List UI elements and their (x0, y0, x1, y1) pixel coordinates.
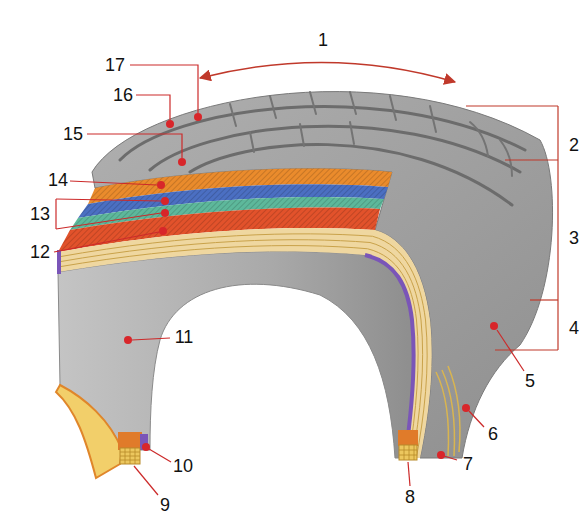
callout-dot (157, 181, 165, 189)
bead-wire (399, 445, 417, 460)
leader-line (134, 466, 158, 495)
bead-filler (118, 432, 142, 450)
bead-wire (120, 448, 140, 464)
tread-sipe (430, 106, 436, 132)
callout-dot (142, 443, 150, 451)
sidewall-cord (448, 366, 460, 452)
bead-wire-bundle (120, 448, 140, 464)
width-arrow (200, 62, 455, 82)
callout-number: 7 (463, 455, 473, 473)
sidewall-cord (442, 370, 455, 456)
tread-sipes (230, 92, 512, 176)
leader-line (132, 338, 170, 340)
bead-wire-grid (399, 445, 417, 460)
leader-line (130, 65, 198, 113)
bracket-tick (466, 105, 558, 106)
ply-turn-strip (365, 255, 414, 458)
tread-sipe (230, 104, 236, 126)
leader-line (70, 181, 157, 185)
tread-sipe (350, 92, 356, 114)
tread-sipe (270, 96, 276, 118)
leader-lines (54, 65, 524, 495)
bracket-tick (505, 159, 558, 160)
callout-number: 14 (48, 171, 68, 189)
callout-number: 8 (405, 488, 415, 506)
callout-number: 13 (30, 205, 50, 223)
leader-line (87, 134, 182, 158)
sidewall-cord (436, 372, 449, 456)
callout-dot (161, 197, 169, 205)
leader-line (444, 456, 457, 460)
left-sidewall-cut (56, 385, 122, 478)
body-ply (58, 228, 432, 458)
callout-number: 16 (113, 86, 133, 104)
leader-line (469, 411, 484, 427)
bracket-line (557, 106, 558, 350)
callout-number: 17 (105, 56, 125, 74)
callout-number: 4 (569, 319, 579, 337)
leader-line (54, 232, 159, 252)
callout-number: 5 (525, 372, 535, 390)
tread-sipe (390, 96, 396, 120)
callout-dot (161, 209, 169, 217)
tread-sipe (350, 122, 354, 144)
ply-cord (58, 240, 423, 458)
bracket-tick (530, 299, 558, 300)
callout-number: 6 (488, 425, 498, 443)
ply-cord (58, 234, 427, 458)
tread-sipe (300, 124, 304, 146)
bead-wire-bundle (399, 445, 417, 460)
callout-dots (124, 113, 498, 459)
bracket-tick (495, 349, 558, 350)
leader-line (408, 462, 410, 486)
leader-line (497, 330, 524, 371)
ply-edge-strip (57, 250, 61, 274)
callout-number: 2 (569, 136, 579, 154)
callout-number: 10 (173, 457, 193, 475)
callout-dot (437, 451, 445, 459)
tread-sipe (470, 122, 488, 156)
leader-line (56, 199, 161, 201)
bead-wire-grid (120, 448, 140, 464)
callout-dot (124, 336, 132, 344)
callout-number: 15 (63, 125, 83, 143)
callout-number: 11 (175, 328, 194, 346)
callout-dot (490, 322, 498, 330)
leader-line (136, 95, 170, 120)
callout-dot (159, 227, 167, 235)
ply-cord (58, 246, 418, 458)
leader-line (55, 199, 56, 229)
callout-dot (166, 120, 174, 128)
height-brackets (466, 106, 558, 350)
callout-dot (178, 158, 186, 166)
callout-number: 9 (160, 496, 170, 514)
tread-sipe (250, 132, 254, 152)
leader-line (56, 213, 161, 229)
callout-dot (462, 404, 470, 412)
callout-number: 3 (569, 229, 579, 247)
callout-number: 12 (30, 243, 50, 261)
sidewall-cords (436, 366, 460, 456)
ply-cords (58, 234, 427, 458)
bead-filler (398, 430, 418, 446)
leader-line (149, 449, 171, 462)
tread-sipe (310, 92, 316, 114)
callout-dot (194, 113, 202, 121)
tread-sipe (500, 140, 512, 176)
callout-number: 1 (318, 31, 328, 49)
inner-liner (58, 251, 414, 458)
